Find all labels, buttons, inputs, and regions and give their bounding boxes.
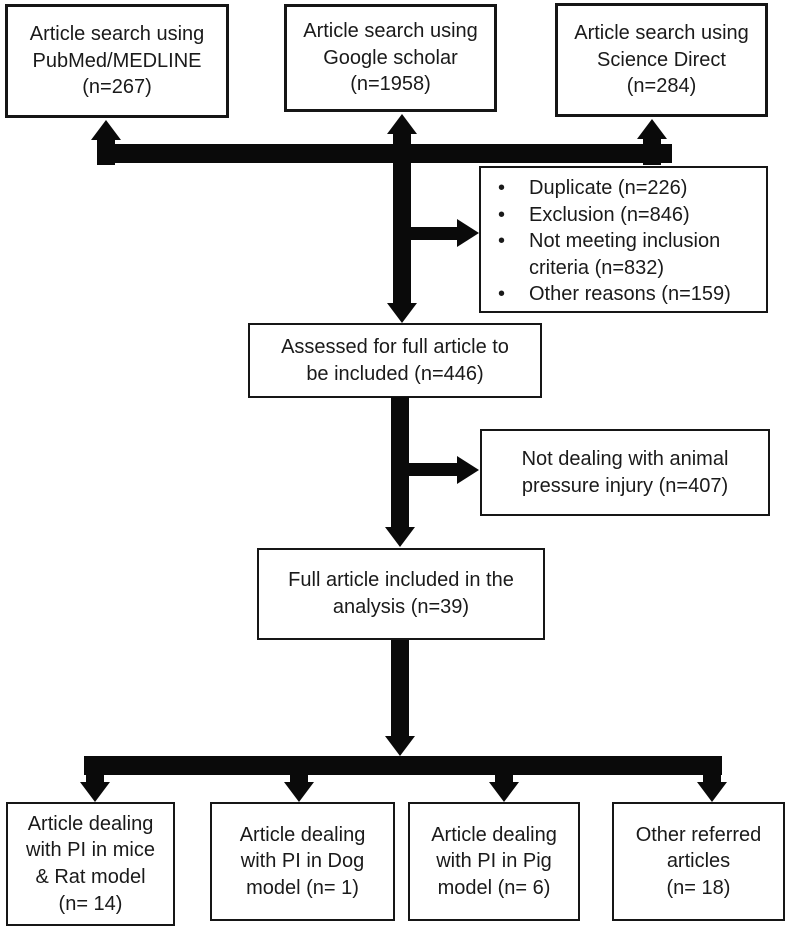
arrowhead-up-to-google [387, 114, 417, 134]
list-item: • Other reasons (n=159) [481, 281, 731, 308]
connector-stem-assessed-down [391, 397, 409, 528]
list-item: • Exclusion (n=846) [481, 202, 731, 229]
box-mice-rat-model: Article dealing with PI in mice & Rat mo… [6, 802, 175, 926]
arrowhead-down-to-full-article [385, 527, 415, 547]
connector-bottom-bar [84, 756, 722, 775]
connector-stem-mice [86, 774, 104, 783]
box-pig-model: Article dealing with PI in Pig model (n=… [408, 802, 580, 921]
connector-branch-exclusions [402, 227, 458, 240]
arrowhead-down-to-mice [80, 782, 110, 802]
box-science-direct-search: Article search using Science Direct (n=2… [555, 3, 768, 117]
arrowhead-down-to-dog [284, 782, 314, 802]
box-dog-model: Article dealing with PI in Dog model (n=… [210, 802, 395, 921]
list-item: • Duplicate (n=226) [481, 175, 731, 202]
box-google-scholar-search: Article search using Google scholar (n=1… [284, 4, 497, 112]
arrowhead-up-to-pubmed [91, 120, 121, 140]
connector-stem-full-article-down [391, 640, 409, 737]
exclusion-item-label: Exclusion (n=846) [529, 203, 690, 226]
connector-branch-not-dealing [400, 463, 458, 476]
exclusion-item-label: Not meeting inclusion criteria (n=832) [529, 230, 721, 279]
bullet-icon: • [498, 283, 506, 306]
connector-stem-dog [290, 774, 308, 783]
box-assessed-full-article: Assessed for full article to be included… [248, 323, 542, 398]
bullet-icon: • [498, 230, 506, 253]
box-pubmed-search: Article search using PubMed/MEDLINE (n=2… [5, 4, 229, 118]
arrowhead-right-to-exclusions [457, 219, 479, 247]
bullet-icon: • [498, 203, 506, 226]
arrowhead-down-to-pig [489, 782, 519, 802]
arrowhead-right-to-not-dealing [457, 456, 479, 484]
box-exclusion-reasons: • Duplicate (n=226) • Exclusion (n=846) … [479, 166, 768, 313]
box-not-dealing-animal-pi: Not dealing with animal pressure injury … [480, 429, 770, 516]
exclusion-list: • Duplicate (n=226) • Exclusion (n=846) … [481, 175, 731, 308]
arrowhead-down-to-assessed [387, 303, 417, 323]
connector-stem-pig [495, 774, 513, 783]
box-full-article-included: Full article included in the analysis (n… [257, 548, 545, 640]
connector-top-bar [97, 144, 672, 163]
box-other-referred: Other referred articles (n= 18) [612, 802, 785, 921]
arrowhead-down-to-other [697, 782, 727, 802]
connector-stem-right [643, 138, 661, 165]
connector-stem-other [703, 774, 721, 783]
exclusion-item-label: Duplicate (n=226) [529, 177, 688, 199]
connector-stem-center-top [393, 133, 411, 164]
arrowhead-up-to-science-direct [637, 119, 667, 139]
arrowhead-down-to-bottom-bar [385, 736, 415, 756]
bullet-icon: • [498, 177, 506, 199]
exclusion-item-label: Other reasons (n=159) [529, 283, 731, 306]
list-item: • Not meeting inclusion criteria (n=832) [481, 228, 731, 281]
